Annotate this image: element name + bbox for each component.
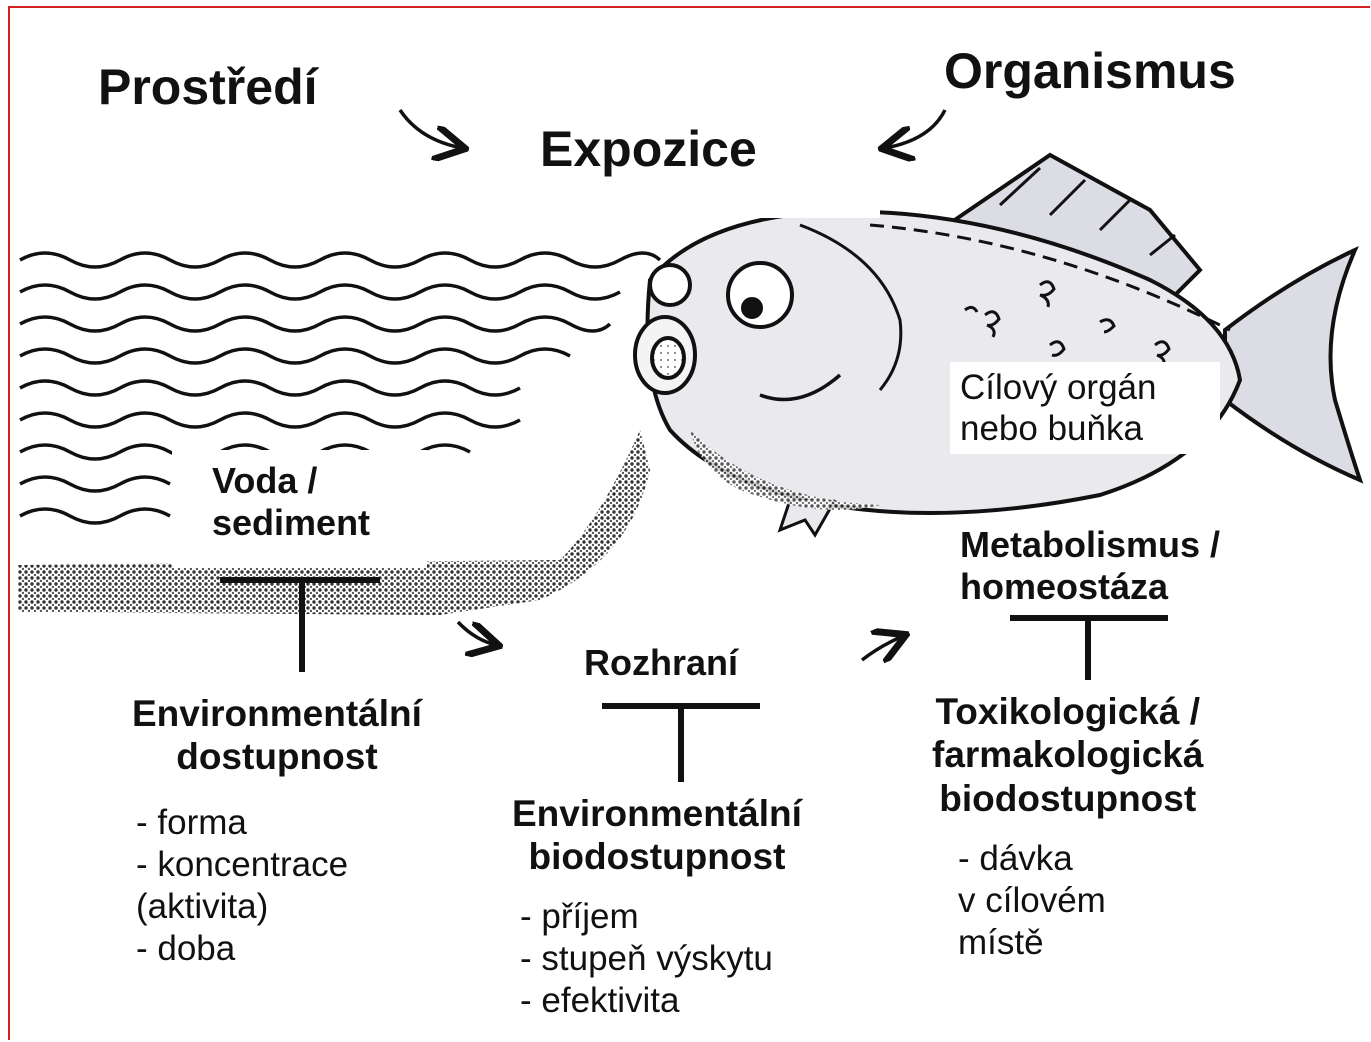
list-item: - koncentrace (aktivita): [136, 844, 348, 928]
list-item: - stupeň výskytu: [520, 938, 773, 980]
list-env-dostupnost: - forma - koncentrace (aktivita) - doba: [136, 802, 348, 970]
list-item: - doba: [136, 928, 348, 970]
label-metabolismus: Metabolismus / homeostáza: [960, 524, 1220, 608]
label-cilovy-organ: Cílový orgán nebo buňka: [960, 368, 1156, 450]
list-tox-biodostupnost: - dávka v cílovém místě: [958, 838, 1106, 964]
arrow-metabolismus: [862, 636, 903, 660]
arrow-rozhrani: [458, 622, 496, 645]
list-item: - dávka v cílovém místě: [958, 838, 1106, 964]
label-prostredi: Prostředí: [98, 58, 318, 117]
label-rozhrani: Rozhraní: [584, 642, 738, 684]
arrow-prostredi: [400, 110, 462, 148]
label-organismus: Organismus: [944, 42, 1236, 101]
list-item: - forma: [136, 802, 348, 844]
label-env-biodostupnost: Environmentální biodostupnost: [512, 792, 802, 879]
list-item: - efektivita: [520, 980, 773, 1022]
label-expozice: Expozice: [540, 120, 757, 179]
list-env-biodostupnost: - příjem - stupeň výskytu - efektivita: [520, 896, 773, 1022]
arrow-organismus: [885, 110, 945, 148]
list-item: - příjem: [520, 896, 773, 938]
label-tox-biodostupnost: Toxikologická / farmakologická biodostup…: [932, 690, 1203, 820]
label-voda-sediment: Voda / sediment: [212, 460, 370, 544]
label-env-dostupnost: Environmentální dostupnost: [132, 692, 422, 779]
